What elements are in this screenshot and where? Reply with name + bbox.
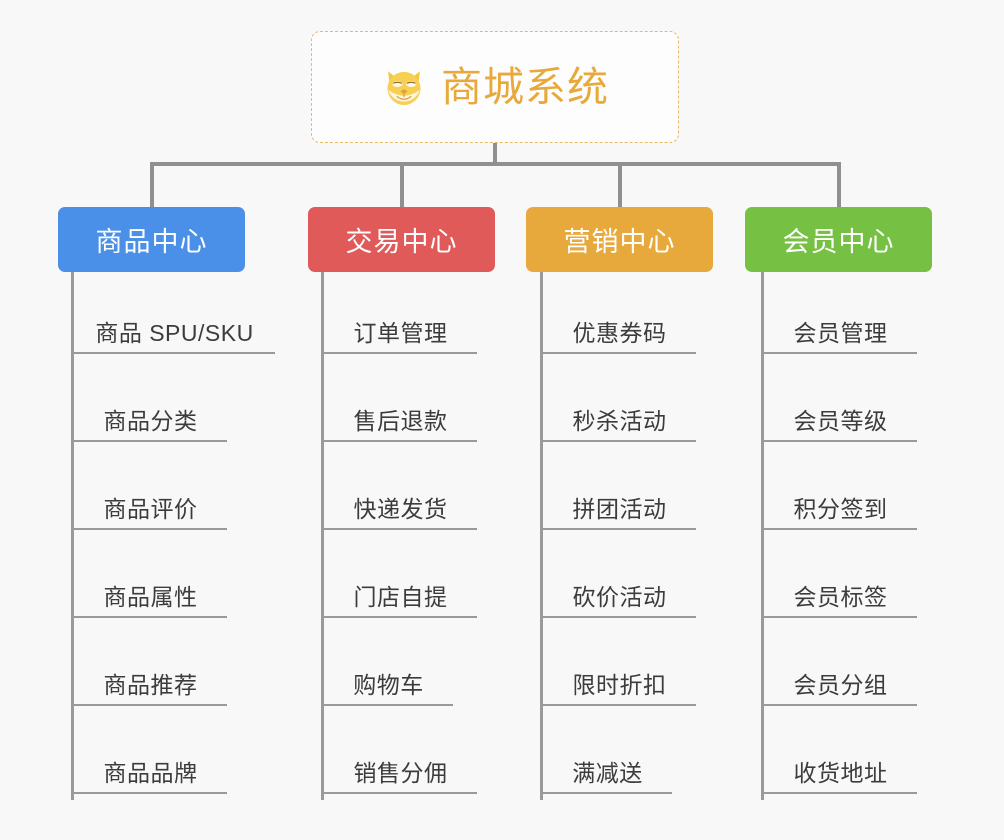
leaf-underline: 售后退款 (324, 402, 477, 442)
leaf-item[interactable]: 砍价活动 (540, 536, 696, 618)
leaf-label: 收货地址 (793, 760, 888, 786)
leaf-underline: 销售分佣 (324, 754, 477, 794)
leaf-underline: 商品品牌 (74, 754, 227, 794)
leaf-label: 积分签到 (793, 496, 888, 522)
leaf-item[interactable]: 会员管理 (761, 272, 917, 354)
leaf-underline: 订单管理 (324, 314, 477, 354)
connector-drop-2 (400, 162, 404, 209)
category-box-商品中心[interactable]: 商品中心 (58, 207, 245, 272)
leaf-underline: 拼团活动 (543, 490, 696, 530)
leaf-underline: 会员等级 (764, 402, 917, 442)
leaf-spine (321, 272, 324, 800)
leaf-label: 购物车 (353, 672, 424, 698)
leaf-underline: 门店自提 (324, 578, 477, 618)
leaf-underline: 快递发货 (324, 490, 477, 530)
root-title: 商城系统 (441, 63, 609, 110)
leaf-underline: 积分签到 (764, 490, 917, 530)
connector-drop-3 (618, 162, 622, 209)
leaf-item[interactable]: 商品推荐 (71, 624, 227, 706)
leaf-item[interactable]: 秒杀活动 (540, 360, 696, 442)
leaf-underline: 商品 SPU/SKU (74, 314, 275, 354)
connector-drop-1 (150, 162, 154, 209)
leaf-spine (540, 272, 543, 800)
leaf-label: 商品推荐 (103, 672, 198, 698)
leaf-label: 商品品牌 (103, 760, 198, 786)
leaf-label: 优惠券码 (572, 320, 667, 346)
leaf-item[interactable]: 售后退款 (321, 360, 477, 442)
leaf-item[interactable]: 商品分类 (71, 360, 227, 442)
leaf-item[interactable]: 满减送 (540, 712, 672, 794)
leaf-underline: 购物车 (324, 666, 453, 706)
category-label: 会员中心 (782, 227, 895, 257)
connector-horizontal-bus (150, 162, 840, 166)
leaf-label: 满减送 (572, 760, 643, 786)
leaf-item[interactable]: 会员标签 (761, 536, 917, 618)
leaf-label: 商品分类 (103, 408, 198, 434)
leaf-label: 会员标签 (793, 584, 888, 610)
category-label: 商品中心 (95, 227, 208, 257)
category-box-交易中心[interactable]: 交易中心 (308, 207, 495, 272)
shiba-dog-icon (387, 71, 421, 107)
leaf-item[interactable]: 会员等级 (761, 360, 917, 442)
leaf-label: 限时折扣 (572, 672, 667, 698)
leaf-underline: 收货地址 (764, 754, 917, 794)
leaf-underline: 会员标签 (764, 578, 917, 618)
category-box-营销中心[interactable]: 营销中心 (526, 207, 713, 272)
leaf-label: 拼团活动 (572, 496, 667, 522)
leaf-item[interactable]: 积分签到 (761, 448, 917, 530)
category-label: 交易中心 (345, 227, 458, 257)
leaf-underline: 商品推荐 (74, 666, 227, 706)
connector-root-stem (493, 143, 497, 164)
leaf-item[interactable]: 限时折扣 (540, 624, 696, 706)
leaf-item[interactable]: 拼团活动 (540, 448, 696, 530)
leaf-underline: 砍价活动 (543, 578, 696, 618)
leaf-underline: 优惠券码 (543, 314, 696, 354)
leaf-spine (71, 272, 74, 800)
leaf-item[interactable]: 收货地址 (761, 712, 917, 794)
category-label: 营销中心 (563, 227, 676, 257)
leaf-item[interactable]: 会员分组 (761, 624, 917, 706)
leaf-label: 商品属性 (103, 584, 198, 610)
leaf-label: 门店自提 (353, 584, 448, 610)
leaf-spine (761, 272, 764, 800)
leaf-underline: 商品评价 (74, 490, 227, 530)
leaf-label: 快递发货 (353, 496, 448, 522)
leaf-underline: 商品属性 (74, 578, 227, 618)
leaf-underline: 满减送 (543, 754, 672, 794)
leaf-underline: 秒杀活动 (543, 402, 696, 442)
leaf-label: 订单管理 (353, 320, 448, 346)
leaf-label: 会员等级 (793, 408, 888, 434)
leaf-underline: 商品分类 (74, 402, 227, 442)
leaf-label: 售后退款 (353, 408, 448, 434)
leaf-item[interactable]: 销售分佣 (321, 712, 477, 794)
root-node-商城系统[interactable]: 商城系统 (311, 31, 679, 143)
leaf-item[interactable]: 优惠券码 (540, 272, 696, 354)
leaf-label: 会员分组 (793, 672, 888, 698)
category-box-会员中心[interactable]: 会员中心 (745, 207, 932, 272)
leaf-label: 会员管理 (793, 320, 888, 346)
leaf-underline: 会员分组 (764, 666, 917, 706)
leaf-item[interactable]: 快递发货 (321, 448, 477, 530)
leaf-item[interactable]: 购物车 (321, 624, 453, 706)
leaf-underline: 限时折扣 (543, 666, 696, 706)
leaf-label: 秒杀活动 (572, 408, 667, 434)
leaf-underline: 会员管理 (764, 314, 917, 354)
leaf-item[interactable]: 门店自提 (321, 536, 477, 618)
leaf-label: 商品 SPU/SKU (95, 320, 254, 346)
leaf-item[interactable]: 商品属性 (71, 536, 227, 618)
leaf-item[interactable]: 商品 SPU/SKU (71, 272, 275, 354)
leaf-item[interactable]: 订单管理 (321, 272, 477, 354)
leaf-label: 商品评价 (103, 496, 198, 522)
leaf-label: 销售分佣 (353, 760, 448, 786)
leaf-label: 砍价活动 (572, 584, 667, 610)
connector-drop-4 (837, 162, 841, 209)
leaf-item[interactable]: 商品品牌 (71, 712, 227, 794)
leaf-item[interactable]: 商品评价 (71, 448, 227, 530)
